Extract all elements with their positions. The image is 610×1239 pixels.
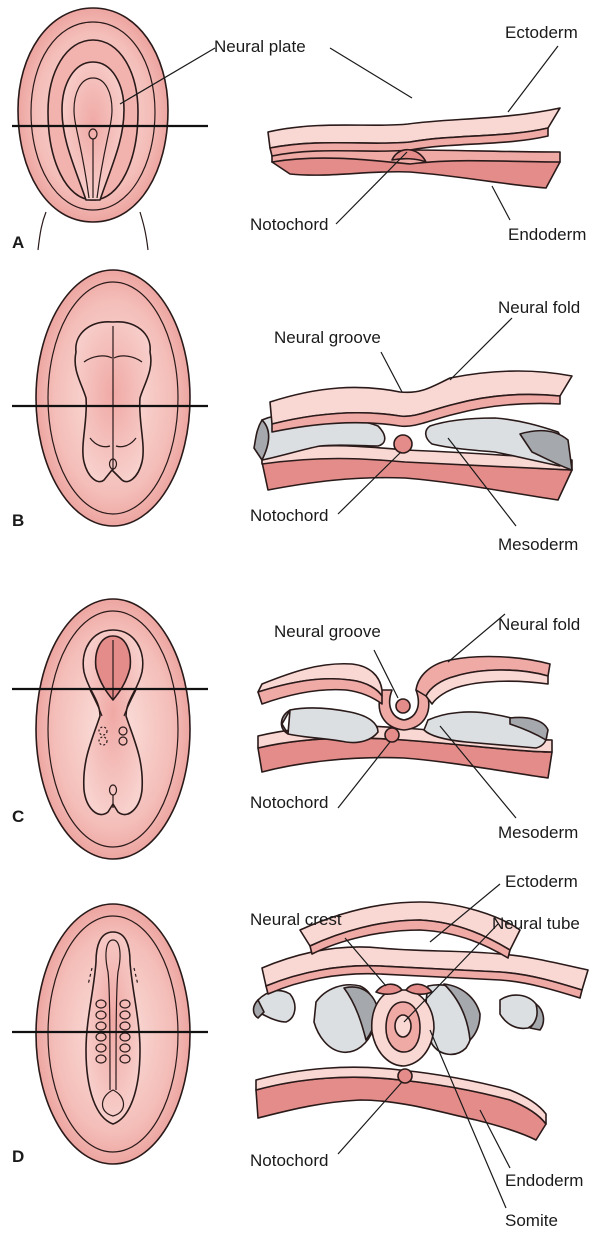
label-mesoderm-b: Mesoderm <box>498 535 578 554</box>
panel-d: Neural crest Ectoderm Neural tube Notoch… <box>12 872 588 1230</box>
cross-section-b <box>254 371 572 500</box>
embryo-dorsal-view-a <box>18 8 168 250</box>
label-ectoderm-d: Ectoderm <box>505 872 578 891</box>
panel-letter-c: C <box>12 807 24 826</box>
cross-section-d <box>254 902 589 1140</box>
label-endoderm-a: Endoderm <box>508 225 586 244</box>
label-notochord-b: Notochord <box>250 506 328 525</box>
cross-section-c <box>258 657 552 778</box>
panel-letter-d: D <box>12 1147 24 1166</box>
label-mesoderm-c: Mesoderm <box>498 823 578 842</box>
label-neural-fold-b: Neural fold <box>498 298 580 317</box>
label-endoderm-d: Endoderm <box>505 1171 583 1190</box>
label-neural-fold-c: Neural fold <box>498 615 580 634</box>
embryo-dorsal-view-c <box>36 599 190 859</box>
panel-letter-a: A <box>12 233 24 252</box>
label-somite-d: Somite <box>505 1211 558 1230</box>
label-ectoderm-a: Ectoderm <box>505 23 578 42</box>
label-notochord-a: Notochord <box>250 215 328 234</box>
panel-b: Neural groove Neural fold Notochord Meso… <box>12 270 580 554</box>
embryo-dorsal-view-b <box>36 270 190 526</box>
embryo-dorsal-view-d <box>36 904 190 1164</box>
label-neural-crest-d: Neural crest <box>250 910 342 929</box>
label-notochord-c: Notochord <box>250 793 328 812</box>
label-neural-groove-b: Neural groove <box>274 328 381 347</box>
label-neural-tube-d: Neural tube <box>492 914 580 933</box>
cross-section-a <box>268 108 560 188</box>
label-neural-groove-c: Neural groove <box>274 622 381 641</box>
panel-c: Neural groove Neural fold Notochord Meso… <box>12 599 580 859</box>
panel-letter-b: B <box>12 511 24 530</box>
label-notochord-d: Notochord <box>250 1151 328 1170</box>
label-neural-plate-a: Neural plate <box>214 37 306 56</box>
panel-a: Neural plate Ectoderm Notochord Endoderm… <box>12 8 586 252</box>
